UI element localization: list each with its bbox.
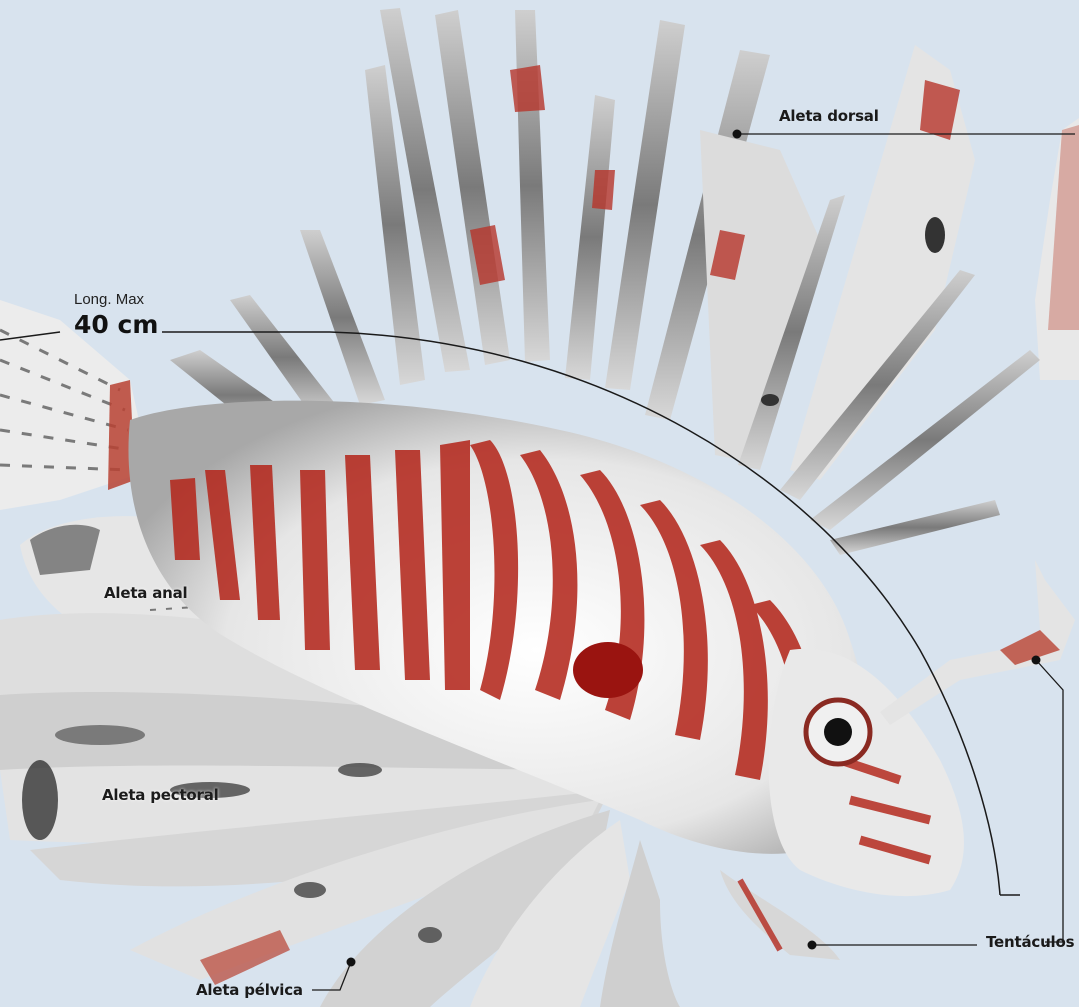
tentacle-dot xyxy=(1032,656,1041,665)
label-anal-fin: Aleta anal xyxy=(104,584,188,602)
pectoral-base-spot xyxy=(573,642,643,698)
pelvic-fin-dot xyxy=(347,958,356,967)
length-caption: Long. Max xyxy=(74,291,144,308)
label-pelvic-fin: Aleta pélvica xyxy=(196,981,303,999)
dorsal-fin-dot xyxy=(733,130,742,139)
label-dorsal-fin: Aleta dorsal xyxy=(779,107,879,125)
label-tentacles: Tentáculos xyxy=(986,933,1074,951)
label-pectoral-fin: Aleta pectoral xyxy=(102,786,219,804)
head-dot xyxy=(808,941,817,950)
length-value: 40 cm xyxy=(74,310,158,339)
tentacle xyxy=(880,560,1075,725)
